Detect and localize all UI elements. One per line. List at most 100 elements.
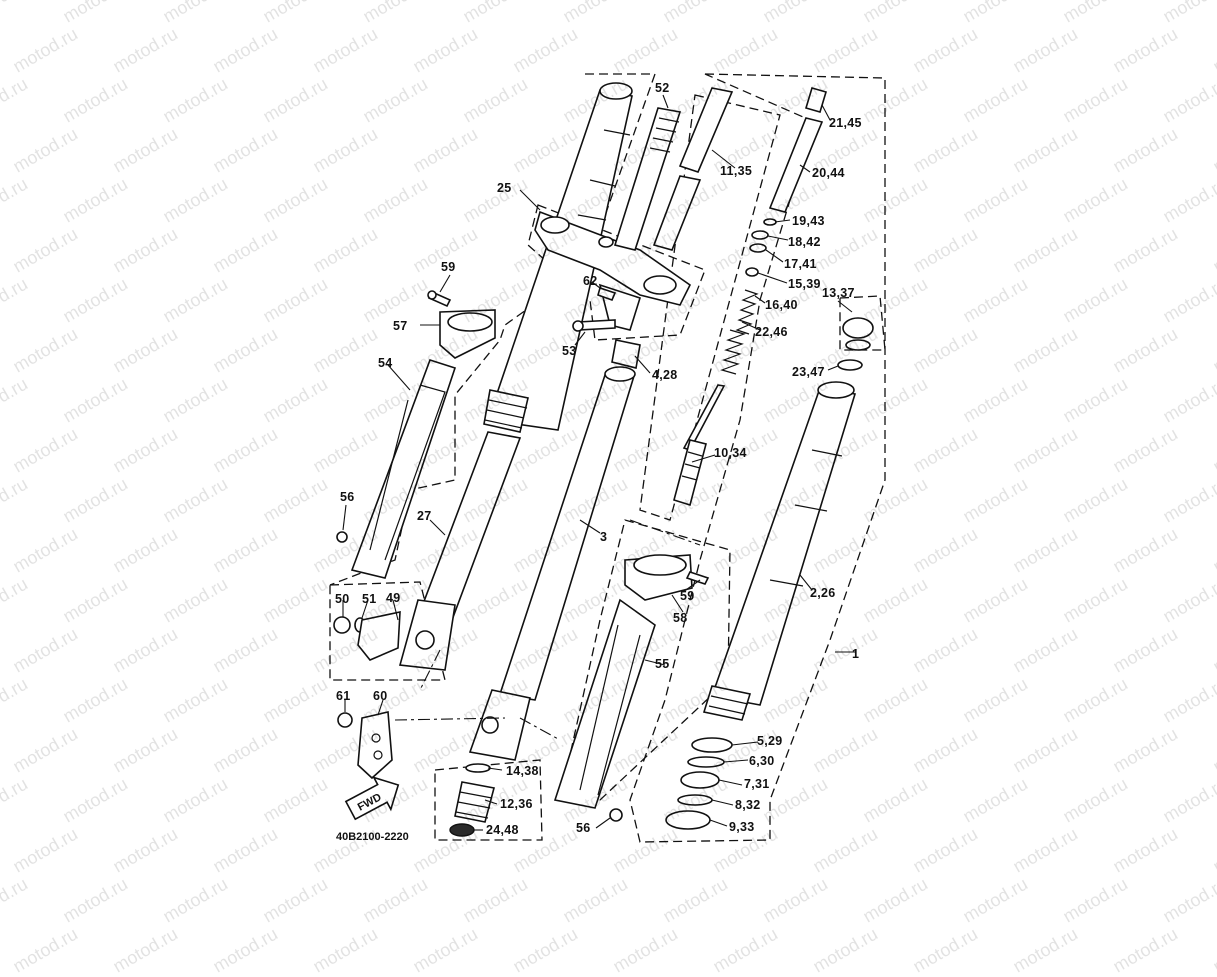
callout-60: 60: [373, 689, 388, 703]
bolt-59-lower: [685, 571, 710, 585]
leader-59b: [682, 579, 701, 593]
washer-19: [763, 218, 777, 226]
dust-seal-9: [665, 810, 711, 830]
leader-4: [634, 355, 651, 374]
bolt-62: [597, 286, 617, 302]
leader-62: [591, 281, 601, 289]
washer-17: [749, 243, 767, 253]
callout-15-39: 15,39: [788, 277, 821, 291]
adjuster-rod-20: [768, 117, 824, 213]
fwd-arrow-shape: [344, 776, 400, 821]
callout-56-lower: 56: [576, 821, 591, 835]
left-inner-tube: [418, 431, 522, 621]
leader-10: [691, 454, 716, 463]
left-fork-bellows: [483, 389, 529, 433]
callout-9-33: 9,33: [729, 820, 755, 834]
centre-lines: [394, 519, 701, 741]
watermark-text: motod.ru: [9, 923, 82, 977]
watermark-text: motod.ru: [709, 923, 782, 977]
centre-fork-tube: [468, 339, 641, 761]
guard-clamp-57-bore: [447, 312, 493, 332]
watermark-text: motod.ru: [1009, 923, 1082, 977]
callout-8-32: 8,32: [735, 798, 761, 812]
fork-guard-55: [553, 598, 656, 809]
diagram-code: 40B2100-2220: [336, 831, 409, 843]
top-clamp-left-bore: [540, 216, 570, 234]
bolt-61: [337, 712, 353, 728]
callout-12-36: 12,36: [500, 797, 533, 811]
right-outer-tube-bands: [769, 449, 843, 587]
callout-14-38: 14,38: [506, 764, 539, 778]
watermark-text: motod.ru: [909, 923, 982, 977]
damper-piston-rings: [681, 451, 703, 481]
callout-50: 50: [335, 592, 350, 606]
callout-24-48: 24,48: [486, 823, 519, 837]
right-fork-bellows: [702, 685, 752, 721]
leader-12: [484, 799, 498, 805]
leader-3: [579, 519, 601, 534]
bracket-60-hole-b: [373, 750, 383, 760]
centre-line-bracket: [394, 717, 506, 721]
fork-cap-o-ring: [845, 339, 871, 351]
bracket-60: [357, 711, 393, 780]
callout-19-43: 19,43: [792, 214, 825, 228]
leader-2: [799, 574, 813, 591]
right-fork-bellows-lines: [708, 695, 749, 715]
right-fork-assembly: [665, 317, 874, 830]
watermark-text: motod.ru: [409, 923, 482, 977]
leader-20: [799, 164, 811, 173]
callout-53: 53: [562, 344, 577, 358]
leader-49: [392, 599, 399, 621]
left-axle-bore: [415, 630, 435, 650]
watermark-text: motod.ru: [309, 923, 382, 977]
left-fork-assembly: [398, 82, 633, 671]
washer-6: [687, 756, 725, 768]
callout-27: 27: [417, 509, 432, 523]
callout-5-29: 5,29: [757, 734, 783, 748]
callout-49: 49: [386, 591, 401, 605]
fork-guard-55-ribs: [579, 624, 641, 796]
leader-14: [487, 767, 503, 771]
callout-54: 54: [378, 356, 393, 370]
leader-13: [837, 300, 853, 313]
cartridge-boundary: [639, 94, 781, 521]
callout-labels: 25 52 11,35 21,45 20,44 19,43 18,42 17,4…: [335, 81, 862, 837]
callout-52: 52: [655, 81, 670, 95]
washer-8: [677, 794, 713, 806]
bracket-60-hole-a: [371, 733, 381, 743]
leader-19: [774, 219, 791, 223]
leader-56a: [342, 504, 347, 531]
callout-58: 58: [673, 611, 688, 625]
front-fork-drawing: FWD 25 52 11,35 21,45 20,44 19,43 18,42 …: [329, 73, 886, 843]
callout-4-28: 4,28: [652, 368, 678, 382]
left-outer-tube-bands: [577, 129, 631, 221]
fork-guard-54-ribs: [369, 384, 446, 561]
callout-6-30: 6,30: [749, 754, 775, 768]
callout-13-37: 13,37: [822, 286, 855, 300]
leader-5: [731, 741, 759, 746]
leader-9: [709, 819, 728, 827]
leader-8: [711, 799, 734, 806]
callout-21-45: 21,45: [829, 116, 862, 130]
leader-55: [644, 659, 666, 666]
leader-25: [519, 189, 541, 211]
callout-20-44: 20,44: [812, 166, 845, 180]
centre-line-clamp: [629, 519, 701, 546]
cartridge-upper-tube: [678, 87, 734, 173]
rebound-spring: [735, 289, 759, 335]
callout-23-47: 23,47: [792, 365, 825, 379]
nut-15: [745, 267, 759, 277]
right-guard-boundary: [559, 519, 731, 801]
bolt-56-lower: [609, 808, 623, 822]
callout-51: 51: [362, 592, 377, 606]
watermark-text: motod.ru: [109, 923, 182, 977]
callout-55: 55: [655, 657, 670, 671]
callout-62: 62: [583, 274, 598, 288]
top-clamp-right-bore: [643, 275, 677, 295]
callout-17-41: 17,41: [784, 257, 817, 271]
watermark-text: motod.ru: [609, 923, 682, 977]
callout-61: 61: [336, 689, 351, 703]
leader-17: [765, 249, 784, 263]
adjuster-cap-21: [805, 87, 827, 113]
